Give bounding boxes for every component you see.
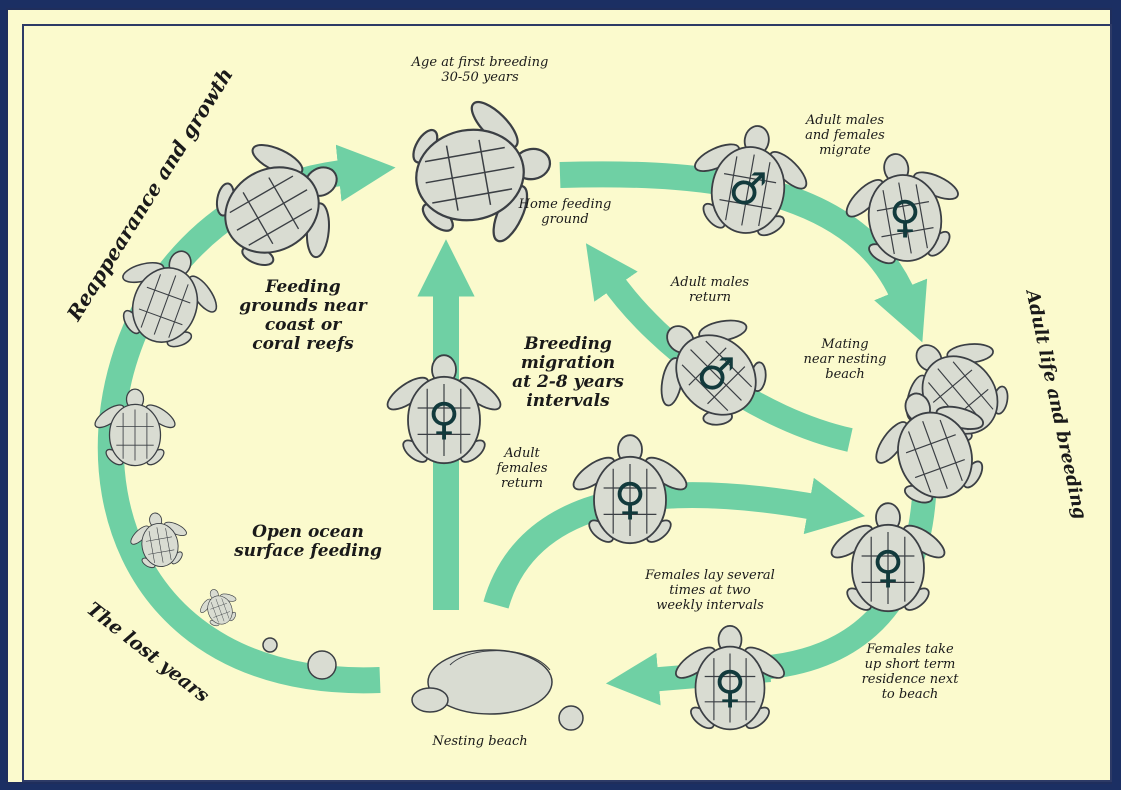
female-symbol-migrate: ♀ xyxy=(883,192,927,244)
habitat-breeding-migration: Breeding migration at 2-8 years interval… xyxy=(498,335,638,411)
female-symbol-nest: ♀ xyxy=(608,474,652,526)
female-symbol-residence: ♀ xyxy=(866,542,910,594)
label-females-lay: Females lay several times at two weekly … xyxy=(620,568,800,613)
label-adults-migrate: Adult males and females migrate xyxy=(790,113,900,158)
label-nesting-beach: Nesting beach xyxy=(410,734,550,749)
turtle-nesting-head xyxy=(412,688,448,712)
label-females-residence: Females take up short term residence nex… xyxy=(845,642,975,702)
egg-cluster-1 xyxy=(308,651,336,679)
habitat-feeding-grounds: Feeding grounds near coast or coral reef… xyxy=(218,278,388,354)
male-symbol-migrate: ♂ xyxy=(726,164,770,216)
hatchling-tiny xyxy=(263,638,277,652)
egg-cluster-2 xyxy=(559,706,583,730)
turtle-subadult xyxy=(193,114,370,295)
habitat-open-ocean: Open ocean surface feeding xyxy=(218,523,398,561)
female-symbol-lay: ♀ xyxy=(708,662,752,714)
female-symbol-return: ♀ xyxy=(422,394,466,446)
label-home-feeding: Home feeding ground xyxy=(510,197,620,227)
label-females-return: Adult females return xyxy=(487,446,557,491)
label-mating: Mating near nesting beach xyxy=(785,337,905,382)
male-symbol-return: ♂ xyxy=(694,349,738,401)
label-age-first-breeding: Age at first breeding 30-50 years xyxy=(390,55,570,85)
turtle-adult-home xyxy=(400,86,563,261)
cycle-arrows xyxy=(111,172,925,680)
label-males-return: Adult males return xyxy=(655,275,765,305)
